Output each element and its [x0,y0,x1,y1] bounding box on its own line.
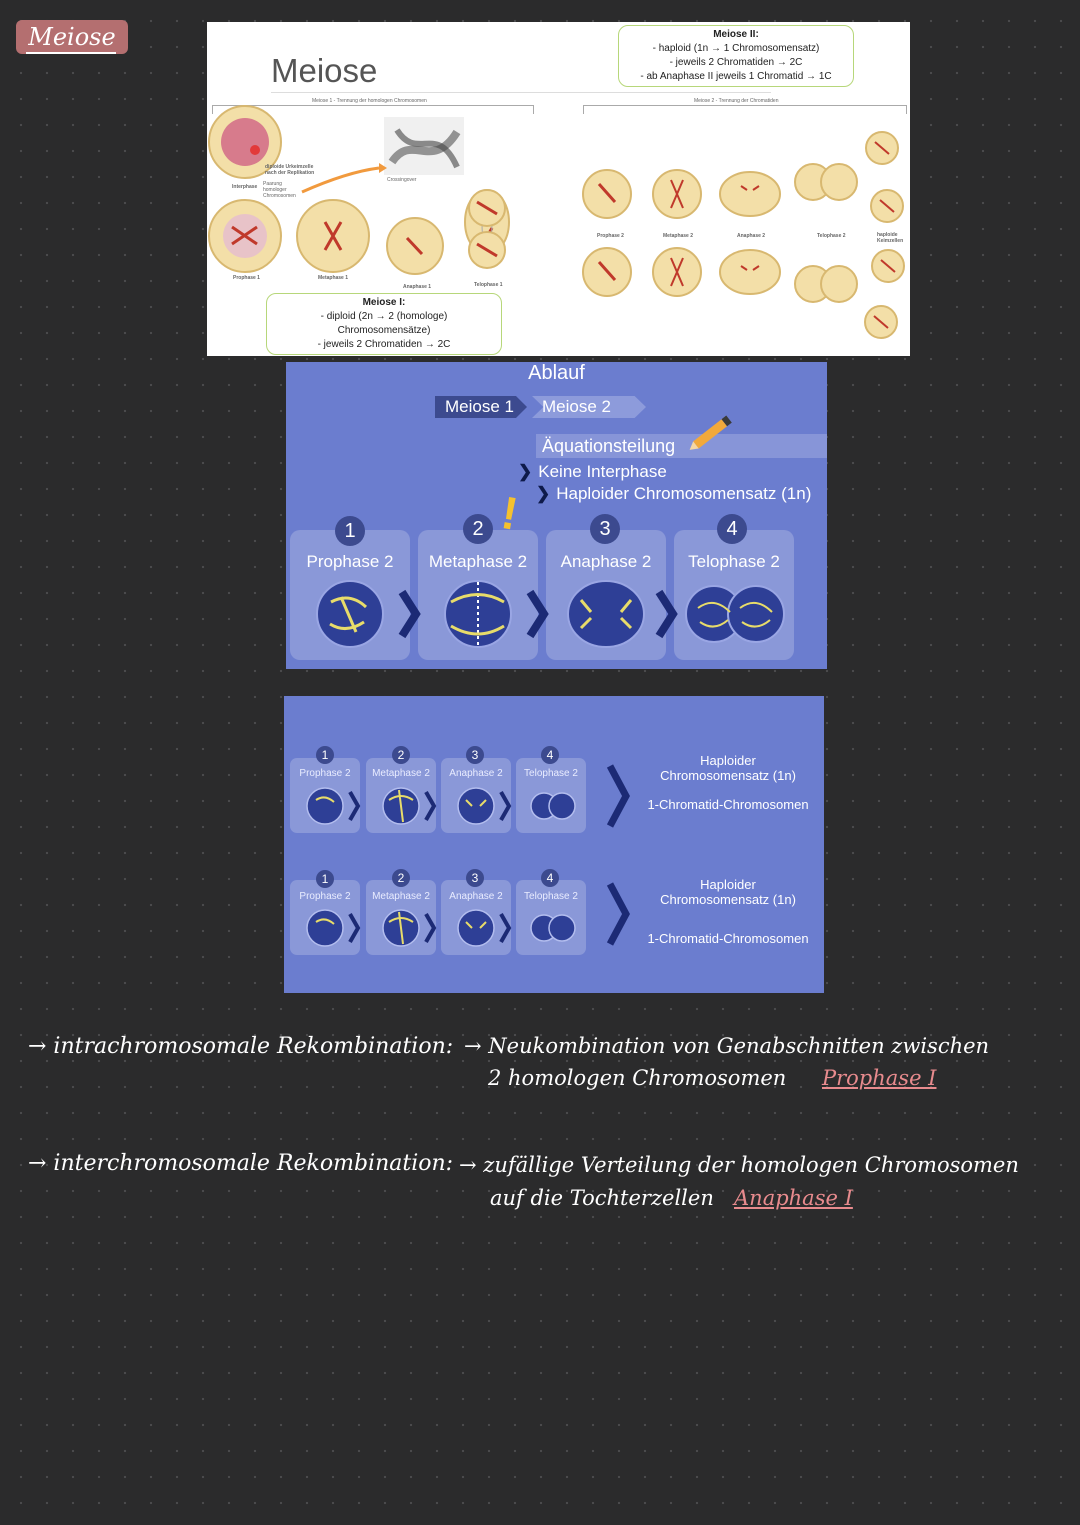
label-anaphase2: Anaphase 2 [737,233,766,239]
phase-number: 1 [316,746,334,764]
tab-meiose-1: Meiose 1 [435,396,527,418]
inter-text: auf die Tochterzellen [490,1186,714,1210]
phase-label: Prophase 2 [299,768,351,779]
meiose1-bracket [212,105,534,114]
meiose2-bracket [583,105,907,114]
slide-title: Meiose [271,52,378,89]
pencil-icon [689,415,732,450]
meiose1-header: Meiose 1 - Trennung der homologen Chromo… [312,98,427,104]
label-paarung: Paarung homologer Chromosomen [263,181,296,199]
phase-number: 1 [335,516,365,546]
label-crossing: Crossingover [387,177,417,183]
meiose2-line: - jeweils 2 Chromatiden → 2C [669,57,803,68]
meiose2-heading: Meiose II: [713,29,759,40]
phase-label: Telophase 2 [524,891,578,902]
label-prophase1: Prophase 1 [233,275,260,281]
meiose2-cells [582,131,905,339]
label-telophase1: Telophase 1 [474,282,503,288]
label-interphase: Interphase [232,184,258,190]
mini-phase-cells [306,764,630,947]
inter-phase: Anaphase I [734,1186,853,1210]
phase-number: 2 [463,514,493,544]
label-telophase2: Telophase 2 [817,233,846,239]
slide-title: Ablauf [528,362,585,384]
phase-number: 2 [392,746,410,764]
label-anaphase1: Anaphase 1 [403,284,432,290]
phase-cells [316,580,785,648]
phase-label: Telophase 2 [524,768,578,779]
meiose1-line: - jeweils 2 Chromatiden → 2C [317,339,451,350]
interphase-cell [208,105,282,179]
title-underline [26,52,116,54]
meiose1-cells [208,189,510,275]
label-prophase2: Prophase 2 [597,233,624,239]
ablauf-slide: Ablauf Meiose 1 Meiose 2 Äquationsteilun… [286,362,827,669]
phase-label: Telophase 2 [688,552,780,571]
intra-phase: Prophase I [822,1066,937,1090]
result-text: Haploider Chromosomensatz (1n) 1-Chromat… [647,877,809,946]
orange-arrow [301,166,380,194]
meiose2-line: - ab Anaphase II jeweils 1 Chromatid → 1… [640,71,832,82]
meiose-diagram [208,105,905,339]
phase-number: 4 [541,869,559,887]
inter-text: → zufällige Verteilung der homologen Chr… [459,1153,1019,1177]
result-slide: 1 2 3 4 Prophase 2 Metaphase 2 Anaphase … [284,696,824,993]
meiose1-info-box: Meiose I: - diploid (2n → 2 (homologe) C… [266,293,502,355]
phase-label: Anaphase 2 [449,768,503,779]
bullet-item: ❯Haploider Chromosomensatz (1n) [536,484,812,503]
bullet-item: ❯Keine Interphase [518,462,667,481]
label-metaphase1: Metaphase 1 [318,275,349,281]
phase-number: 4 [541,746,559,764]
meiose-overview-slide: Meiose Meiose 1 - Trennung der homologen… [207,22,910,356]
phase-label: Anaphase 2 [449,891,503,902]
phase-number: 2 [392,869,410,887]
meiose2-info-box: Meiose II: - haploid (1n → 1 Chromosomen… [618,25,854,87]
phase-label: Anaphase 2 [560,552,652,571]
meiose1-line: - diploid (2n → 2 (homologe) [320,311,448,322]
phase-label: Metaphase 2 [428,552,528,571]
meiose1-line: Chromosomensätze) [337,325,431,336]
label-haploide: haploide Keimzellen [877,232,904,244]
phase-label: Metaphase 2 [372,891,430,902]
meiose2-header: Meiose 2 - Trennung der Chromatiden [694,98,779,104]
intra-text: 2 homologen Chromosomen [488,1066,787,1090]
note-title: Meiose [16,20,128,54]
phase-number: 3 [590,514,620,544]
phase-number: 3 [466,869,484,887]
result-text: Haploider Chromosomensatz (1n) 1-Chromat… [647,753,809,812]
phase-number: 4 [717,514,747,544]
inter-label: → interchromosomale Rekombination: [28,1151,454,1176]
phase-label: Prophase 2 [299,891,351,902]
tab-meiose-2: Meiose 2 [532,396,646,418]
phase-label: Prophase 2 [306,552,394,571]
subtitle: Äquationsteilung [536,434,827,458]
phase-number: 3 [466,746,484,764]
meiose1-heading: Meiose I: [362,297,406,308]
divider [271,92,771,93]
intra-text: → Neukombination von Genabschnitten zwis… [464,1034,990,1058]
intra-label: → intrachromosomale Rekombination: [28,1034,454,1059]
phase-label: Metaphase 2 [372,768,430,779]
phase-number: 1 [316,870,334,888]
label-metaphase2: Metaphase 2 [663,233,694,239]
label-diploide: diploide Urkeimzelle nach der Replikatio… [265,164,315,176]
meiose2-line: - haploid (1n → 1 Chromosomensatz) [652,43,820,54]
